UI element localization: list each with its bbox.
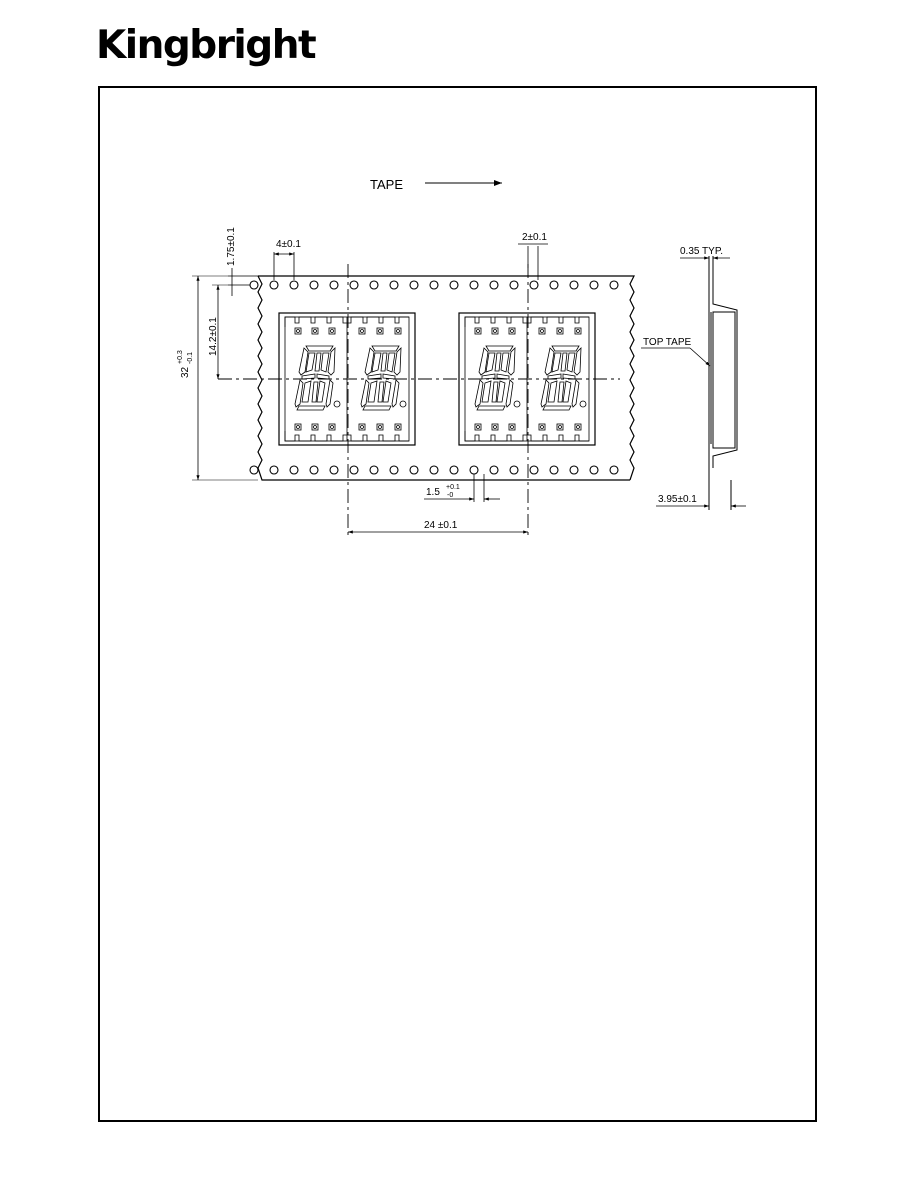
dimension-edge-to-hole: 1.75±0.1	[226, 227, 258, 296]
sprocket-hole-bottom	[529, 465, 539, 475]
tape-width-tol-plus: +0.3	[177, 350, 184, 364]
hole-pitch-label: 4±0.1	[276, 239, 301, 250]
sprocket-hole-bottom	[469, 465, 479, 475]
dimension-hole-diameter: 1.5 +0.1 -0	[424, 474, 500, 502]
sprocket-hole-top	[529, 280, 539, 290]
sprocket-hole-top	[609, 280, 619, 290]
sprocket-hole-bottom	[509, 465, 519, 475]
sprocket-hole-top	[249, 280, 259, 290]
sprocket-hole-bottom	[549, 465, 559, 475]
dimension-tape-width: 32 +0.3 -0.1	[177, 275, 258, 481]
sprocket-hole-bottom	[569, 465, 579, 475]
sprocket-hole-top	[449, 280, 459, 290]
sprocket-hole-top	[309, 280, 319, 290]
dimension-cavity-pitch: 24 ±0.1	[348, 520, 528, 534]
dimension-cavity-center: 14.2±0.1	[208, 284, 250, 379]
sprocket-holes	[249, 280, 619, 475]
carrier-tape	[257, 275, 635, 481]
sprocket-hole-bottom	[329, 465, 339, 475]
sprocket-hole-bottom	[489, 465, 499, 475]
side-view	[708, 256, 738, 510]
sprocket-hole-top	[369, 280, 379, 290]
tape-thickness-label: 0.35 TYP.	[680, 246, 723, 257]
cavity-depth-label: 3.95±0.1	[658, 494, 697, 505]
hole-to-cavity-label: 2±0.1	[522, 232, 547, 243]
sprocket-hole-top	[509, 280, 519, 290]
tape-width-tol-minus: -0.1	[187, 352, 194, 364]
sprocket-hole-bottom	[309, 465, 319, 475]
top-tape-callout: TOP TAPE	[641, 337, 711, 367]
sprocket-hole-bottom	[409, 465, 419, 475]
sprocket-hole-bottom	[449, 465, 459, 475]
sprocket-hole-top	[549, 280, 559, 290]
cavity-center-label: 14.2±0.1	[208, 317, 219, 356]
hole-diameter-base: 1.5	[426, 487, 440, 498]
sprocket-hole-bottom	[429, 465, 439, 475]
sprocket-hole-bottom	[249, 465, 259, 475]
sprocket-hole-bottom	[589, 465, 599, 475]
sprocket-hole-top	[289, 280, 299, 290]
sprocket-hole-top	[569, 280, 579, 290]
kingbright-logo: Kingbright	[96, 23, 317, 68]
sprocket-hole-top	[269, 280, 279, 290]
top-tape-label: TOP TAPE	[643, 337, 691, 348]
cavity-pitch-label: 24 ±0.1	[424, 520, 458, 531]
sprocket-hole-bottom	[369, 465, 379, 475]
sprocket-hole-bottom	[289, 465, 299, 475]
sprocket-hole-top	[429, 280, 439, 290]
center-lines	[218, 264, 620, 535]
tape-direction-label: TAPE	[370, 177, 403, 192]
sprocket-hole-top	[329, 280, 339, 290]
dimension-tape-thickness: 0.35 TYP.	[680, 246, 730, 260]
sprocket-hole-bottom	[389, 465, 399, 475]
sprocket-hole-top	[589, 280, 599, 290]
tape-width-base: 32	[180, 366, 191, 378]
hole-diameter-tol-minus: -0	[447, 492, 453, 499]
dimension-cavity-depth: 3.95±0.1	[656, 494, 746, 508]
edge-to-hole-label: 1.75±0.1	[226, 227, 237, 266]
sprocket-hole-top	[409, 280, 419, 290]
sprocket-hole-top	[489, 280, 499, 290]
sprocket-hole-bottom	[609, 465, 619, 475]
sprocket-hole-bottom	[269, 465, 279, 475]
sprocket-hole-top	[349, 280, 359, 290]
dimension-hole-pitch: 4±0.1	[273, 239, 301, 280]
sprocket-hole-top	[389, 280, 399, 290]
hole-diameter-tol-plus: +0.1	[446, 484, 460, 491]
sprocket-hole-bottom	[349, 465, 359, 475]
drawing-frame	[98, 86, 817, 1122]
sprocket-hole-top	[469, 280, 479, 290]
dimension-hole-to-cavity: 2±0.1	[518, 232, 548, 280]
